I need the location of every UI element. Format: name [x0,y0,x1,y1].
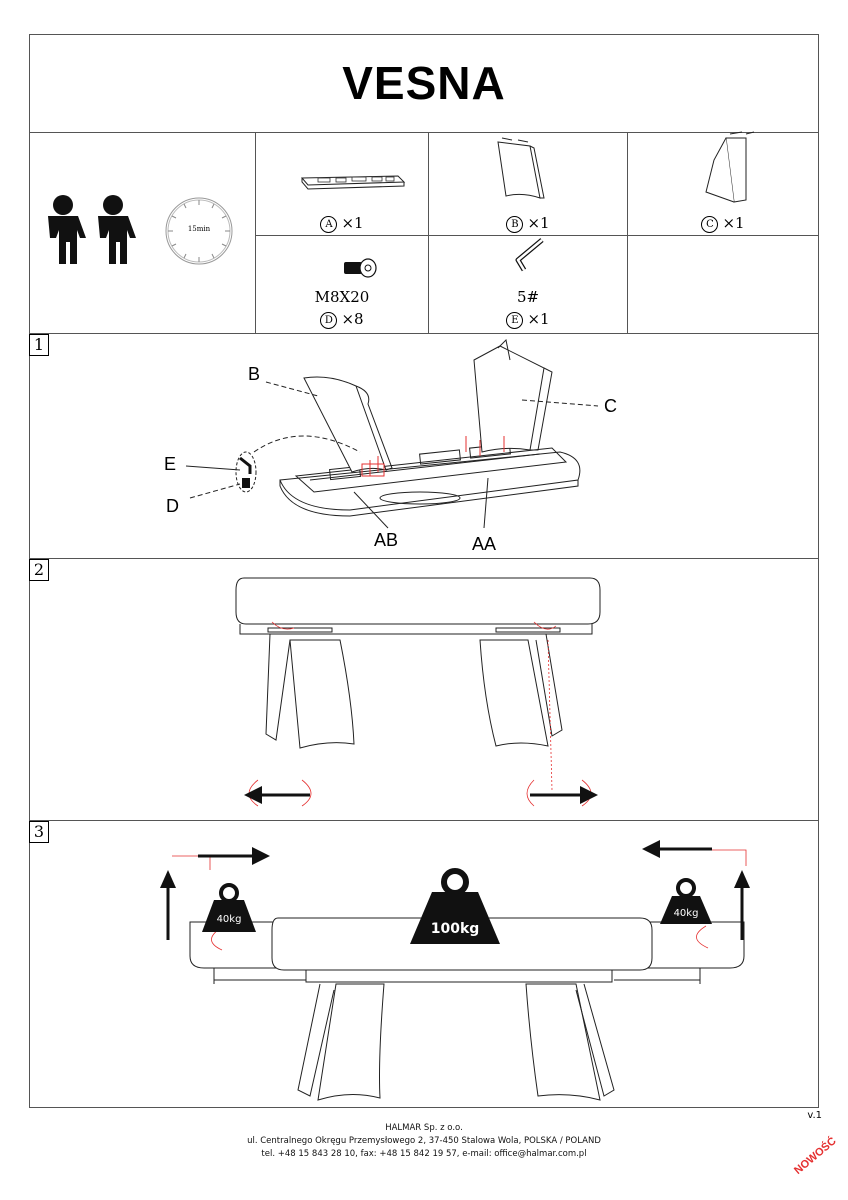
label-d: D [166,496,179,516]
part-e-letter: E [506,311,524,329]
label-b: B [248,364,261,384]
step-3-diagram [160,840,750,1101]
divider [29,558,819,559]
part-b-qty: ×1 [527,214,550,232]
allen-key-icon [515,238,544,272]
part-a-qty: ×1 [341,214,364,232]
part-d-qty: ×8 [341,310,364,328]
part-c-qty: ×1 [722,214,745,232]
part-a-letter: A [320,215,338,233]
label-c: C [604,396,617,416]
step-1-number: 1 [29,334,49,356]
divider [29,132,819,133]
bolt-icon [344,258,377,278]
footer-contact: tel. +48 15 843 28 10, fax: +48 15 842 1… [261,1149,587,1159]
assembly-time: 15min [187,225,211,233]
label-ab: AB [374,530,399,550]
part-e-qty: ×1 [527,310,550,328]
part-c-caption: C×1 [628,214,818,233]
leg-b-icon [497,137,545,199]
two-persons-icon [48,195,136,264]
divider [428,132,429,333]
weight-center-label: 100kg [430,921,480,937]
divider [255,235,819,236]
part-d-spec: M8X20 [314,288,370,306]
version-label: v.1 [807,1110,822,1121]
divider [255,132,256,333]
frame-a-icon [300,175,406,190]
part-d-letter: D [320,311,338,329]
part-e-caption: E×1 [429,310,627,329]
part-e-spec: 5# [516,288,540,306]
weight-left-label: 40kg [216,914,242,925]
leg-c-icon [705,131,755,203]
part-a-caption: A×1 [256,214,428,233]
step-2-diagram [235,577,601,807]
weight-right-label: 40kg [673,908,699,919]
divider [29,333,819,334]
step-1-diagram [185,338,599,529]
step-2-number: 2 [29,559,49,581]
divider [29,820,819,821]
footer-company: HALMAR Sp. z o.o. [385,1123,463,1133]
divider [627,132,628,333]
part-c-letter: C [701,215,719,233]
part-d-caption: D×8 [256,310,428,329]
footer-address: ul. Centralnego Okręgu Przemysłowego 2, … [247,1136,601,1146]
label-aa: AA [472,534,497,554]
label-e: E [164,454,177,474]
step-3-number: 3 [29,821,49,843]
page-title: VESNA [342,57,506,109]
part-b-letter: B [506,215,524,233]
clock-icon [165,197,233,265]
part-b-caption: B×1 [429,214,627,233]
